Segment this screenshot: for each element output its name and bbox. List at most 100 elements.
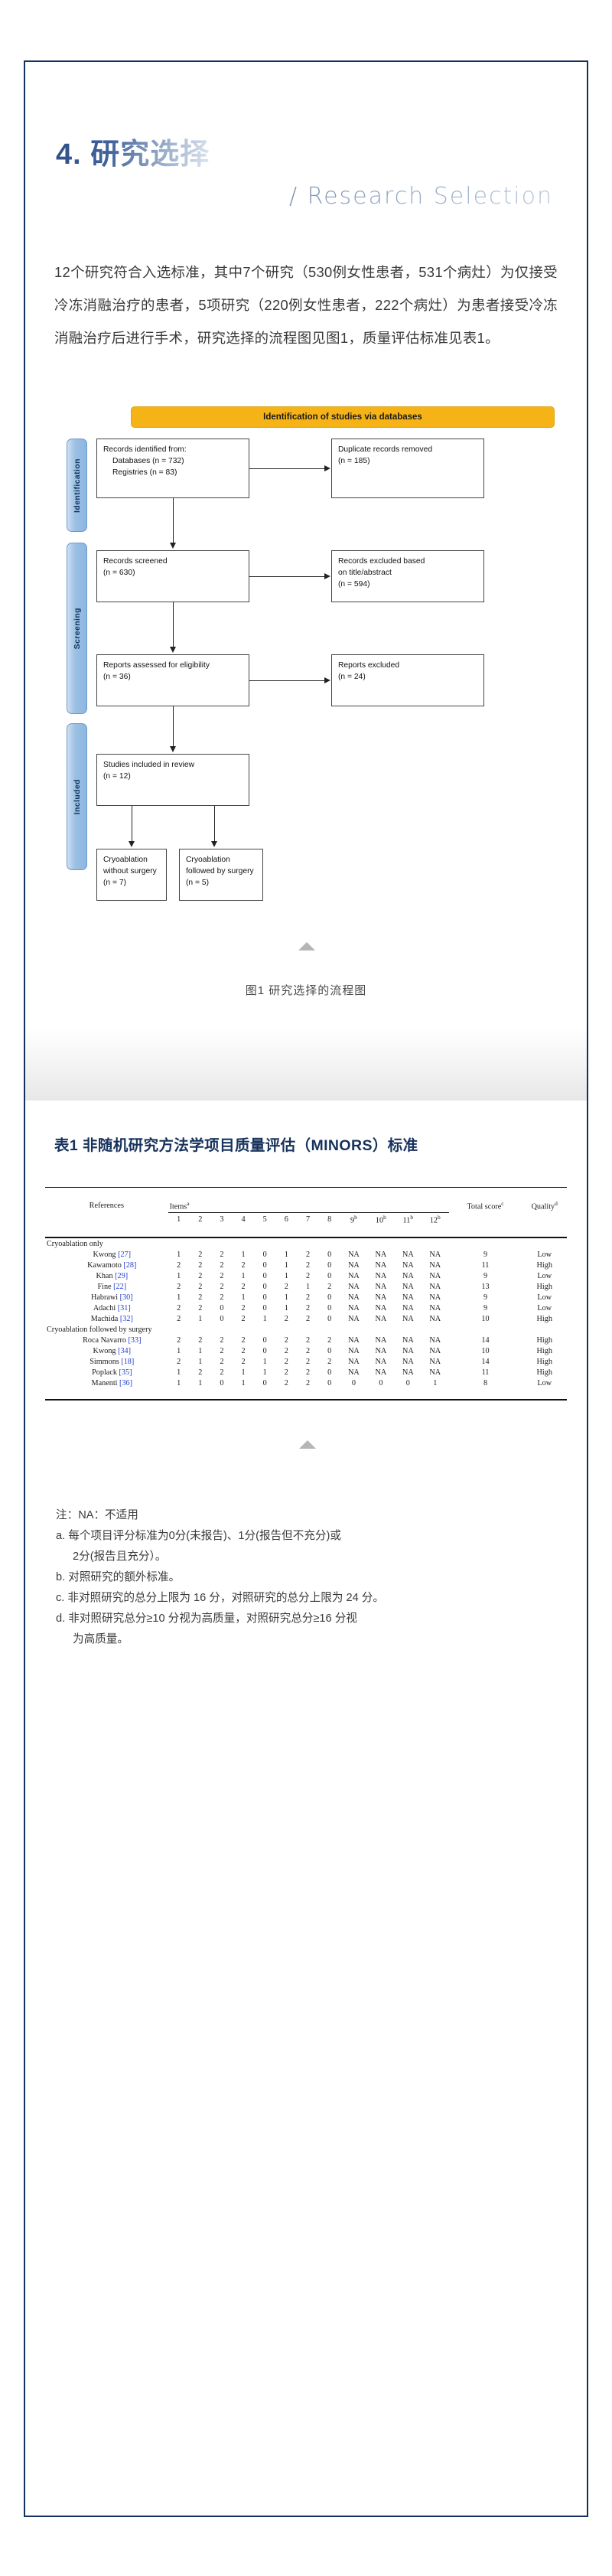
rule-spacer <box>522 1187 567 1199</box>
table-notes: 注：NA：不适用 a. 每个项目评分标准为0分(未报告)、1分(报告但不充分)或… <box>56 1505 556 1650</box>
page-title: 4. 研究选择 <box>56 139 210 171</box>
table-cell-item-4: 2 <box>241 1357 246 1366</box>
table-cell-item-5: 0 <box>262 1271 267 1280</box>
arrow-eligibility-to-reports-excluded <box>324 677 330 683</box>
box-reports-excluded-line2: (n = 24) <box>338 673 366 682</box>
table-cell-item-3: 2 <box>220 1368 224 1377</box>
table-cell-item-11: NA <box>402 1271 414 1280</box>
rule-spacer <box>45 1226 168 1239</box>
table-cell-item-4: 2 <box>241 1346 246 1355</box>
table-cell-item-12: NA <box>429 1346 441 1355</box>
table-cell-item-8: 0 <box>327 1314 332 1323</box>
table-cell-item-8: 0 <box>327 1271 332 1280</box>
table-cell-item-5: 1 <box>262 1314 267 1323</box>
arrow-identified-to-screened <box>169 543 176 549</box>
table-cell-item-1: 1 <box>177 1293 181 1302</box>
table-cell-item-6: 1 <box>284 1250 288 1259</box>
table-cell-item-10: NA <box>375 1303 387 1312</box>
box-records-identified-registries: Registries (n = 83) <box>112 468 177 477</box>
table-cell-item-1: 2 <box>177 1357 181 1366</box>
table-cell-reference: Kwong [34] <box>93 1346 132 1355</box>
table-group-label: Cryoablation only <box>47 1239 103 1248</box>
table-cell-reference: Kwong [27] <box>93 1250 132 1259</box>
table-cell-item-4: 2 <box>241 1303 246 1312</box>
table-cell-item-2: 2 <box>198 1303 203 1312</box>
table-cell-item-11: NA <box>402 1357 414 1366</box>
table-cell-total-score: 10 <box>481 1314 490 1323</box>
table-cell-item-1: 2 <box>177 1314 181 1323</box>
table-cell-item-1: 1 <box>177 1271 181 1280</box>
table-cell-item-5: 0 <box>262 1282 267 1291</box>
table-cell-item-12: NA <box>429 1271 441 1280</box>
table-cell-reference: Khan [29] <box>96 1271 129 1280</box>
note-b: b. 对照研究的额外标准。 <box>56 1571 181 1584</box>
box-records-excluded-line2: on title/abstract <box>338 569 392 578</box>
table-cell-item-2: 1 <box>198 1378 203 1387</box>
table-cell-item-7: 2 <box>305 1357 311 1366</box>
table-cell-item-3: 0 <box>220 1303 224 1312</box>
box-cryo-surgery-line2: followed by surgery <box>186 867 254 876</box>
table-cell-item-4: 1 <box>241 1368 246 1377</box>
table-cell-item-12: NA <box>429 1368 441 1377</box>
table-cell-item-3: 0 <box>220 1314 224 1323</box>
table-title: 表1 非随机研究方法学项目质量评估（MINORS）标准 <box>54 1137 418 1155</box>
table-cell-item-5: 0 <box>262 1378 267 1387</box>
column-header-items: Itemsa <box>169 1199 190 1211</box>
table-cell-item-6: 1 <box>284 1303 288 1312</box>
box-records-excluded: Records excluded based on title/abstract… <box>331 550 484 603</box>
table-header-rule <box>45 1226 567 1239</box>
table-cell-item-6: 2 <box>284 1378 288 1387</box>
table-cell-item-5: 1 <box>262 1368 267 1377</box>
flow-banner: Identification of studies via databases <box>131 406 555 429</box>
connector-eligibility-to-included <box>173 706 174 747</box>
table-cell-item-7: 2 <box>305 1260 311 1270</box>
note-na: 注：NA：不适用 <box>56 1509 138 1522</box>
collapse-triangle-icon[interactable] <box>298 942 315 951</box>
item-column-header-2: 2 <box>189 1211 211 1227</box>
table-cell-item-4: 1 <box>241 1293 246 1302</box>
table-cell-item-5: 0 <box>262 1260 267 1270</box>
table-cell-item-8: 0 <box>327 1368 332 1377</box>
table-cell-reference: Fine [22] <box>97 1282 127 1291</box>
table-cell-item-12: NA <box>429 1335 441 1345</box>
arrow-screened-to-excluded <box>324 572 330 579</box>
table-cell-item-9: NA <box>348 1293 360 1302</box>
table-cell-total-score: 14 <box>481 1357 490 1366</box>
box-records-screened-line1: Records screened <box>103 557 168 566</box>
box-records-identified-databases: Databases (n = 732) <box>112 457 184 466</box>
table-cell-item-10: NA <box>375 1368 387 1377</box>
table-cell-item-11: NA <box>402 1250 414 1259</box>
box-studies-included-line2: (n = 12) <box>103 772 131 781</box>
table-cell-item-3: 2 <box>220 1271 224 1280</box>
table-cell-reference: Habrawi [30] <box>90 1293 133 1302</box>
table-cell-item-6: 1 <box>284 1271 288 1280</box>
table-cell-item-11: NA <box>402 1303 414 1312</box>
table-cell-item-6: 2 <box>284 1314 288 1323</box>
table-group-row: Cryoablation followed by surgery <box>45 1324 567 1335</box>
table-cell-item-9: NA <box>348 1335 360 1345</box>
rule-spacer <box>45 1388 168 1401</box>
table-collapse-triangle-icon[interactable] <box>299 1440 316 1449</box>
table-cell-item-6: 2 <box>284 1346 288 1355</box>
item-column-header-5: 5 <box>254 1211 276 1227</box>
table-cell-item-3: 2 <box>220 1346 224 1355</box>
table-cell-item-11: NA <box>402 1368 414 1377</box>
table-cell-item-12: 1 <box>433 1378 438 1387</box>
table-cell-total-score: 14 <box>481 1335 490 1345</box>
table-cell-item-2: 1 <box>198 1314 203 1323</box>
column-header-references: References <box>89 1201 124 1210</box>
table-cell-quality: High <box>536 1357 552 1366</box>
table-cell-item-8: 0 <box>327 1303 332 1312</box>
table-cell-reference: Poplack [35] <box>92 1368 132 1377</box>
table-cell-item-6: 2 <box>284 1335 288 1345</box>
item-number-spacer <box>45 1212 168 1226</box>
table-cell-item-8: 0 <box>327 1293 332 1302</box>
stage-tab-screening: Screening <box>67 543 87 715</box>
box-duplicates-removed-line1: Duplicate records removed <box>338 445 433 455</box>
